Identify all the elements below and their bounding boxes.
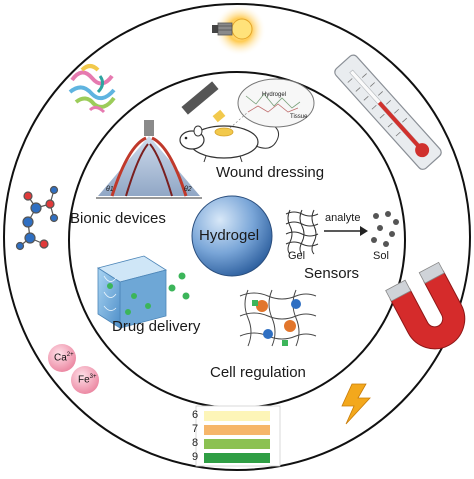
ph-row: 8 — [192, 437, 274, 450]
label-theta2: θ2 — [184, 186, 192, 193]
ph-color-bar — [204, 425, 270, 435]
sensor-gel-network — [285, 209, 319, 255]
label-gel: Gel — [288, 250, 306, 262]
label-wound-hydrogel: Hydrogel — [262, 92, 287, 98]
magnet-icon — [385, 261, 466, 350]
hydrogel-sphere — [191, 195, 273, 277]
cell-regulation-network — [239, 289, 317, 347]
sensor-sol-dots — [371, 211, 399, 247]
ph-row: 9 — [192, 451, 274, 464]
label-theta1: θ1 — [106, 186, 114, 193]
label-sensors: Sensors — [304, 265, 360, 282]
thermometer-icon — [334, 54, 442, 170]
label-wound-tissue: Tissue — [290, 114, 308, 120]
ion-calcium: Ca2+ — [54, 352, 74, 364]
drug-delivery-cube — [97, 255, 190, 329]
ph-color-bar — [204, 453, 270, 463]
ph-color-bar — [204, 439, 270, 449]
ph-color-bar — [204, 411, 270, 421]
label-analyte: analyte — [325, 212, 361, 224]
sensor-arrow — [324, 226, 368, 236]
molecule-icon — [15, 185, 59, 251]
lightning-icon — [341, 383, 371, 425]
ph-label: 7 — [192, 423, 199, 435]
ph-label: 9 — [192, 451, 199, 463]
ph-label: 6 — [192, 409, 199, 421]
ion-iron: Fe3+ — [78, 374, 97, 386]
label-bionic-devices: Bionic devices — [70, 210, 166, 227]
label-cell-regulation: Cell regulation — [210, 364, 306, 381]
label-hydrogel: Hydrogel — [199, 227, 260, 244]
ph-label: 8 — [192, 437, 199, 449]
bionic-device-illustration — [96, 120, 202, 199]
label-drug-delivery: Drug delivery — [112, 318, 201, 335]
ph-row: 6 — [192, 409, 274, 422]
light-bulb-icon — [212, 4, 266, 56]
ph-row: 7 — [192, 423, 274, 436]
label-wound-dressing: Wound dressing — [216, 164, 325, 181]
protein-icon — [68, 64, 116, 114]
wound-dressing-illustration — [179, 78, 315, 163]
label-sol: Sol — [373, 250, 389, 262]
outer-ring — [3, 3, 471, 471]
metal-ions-icon — [48, 344, 99, 394]
